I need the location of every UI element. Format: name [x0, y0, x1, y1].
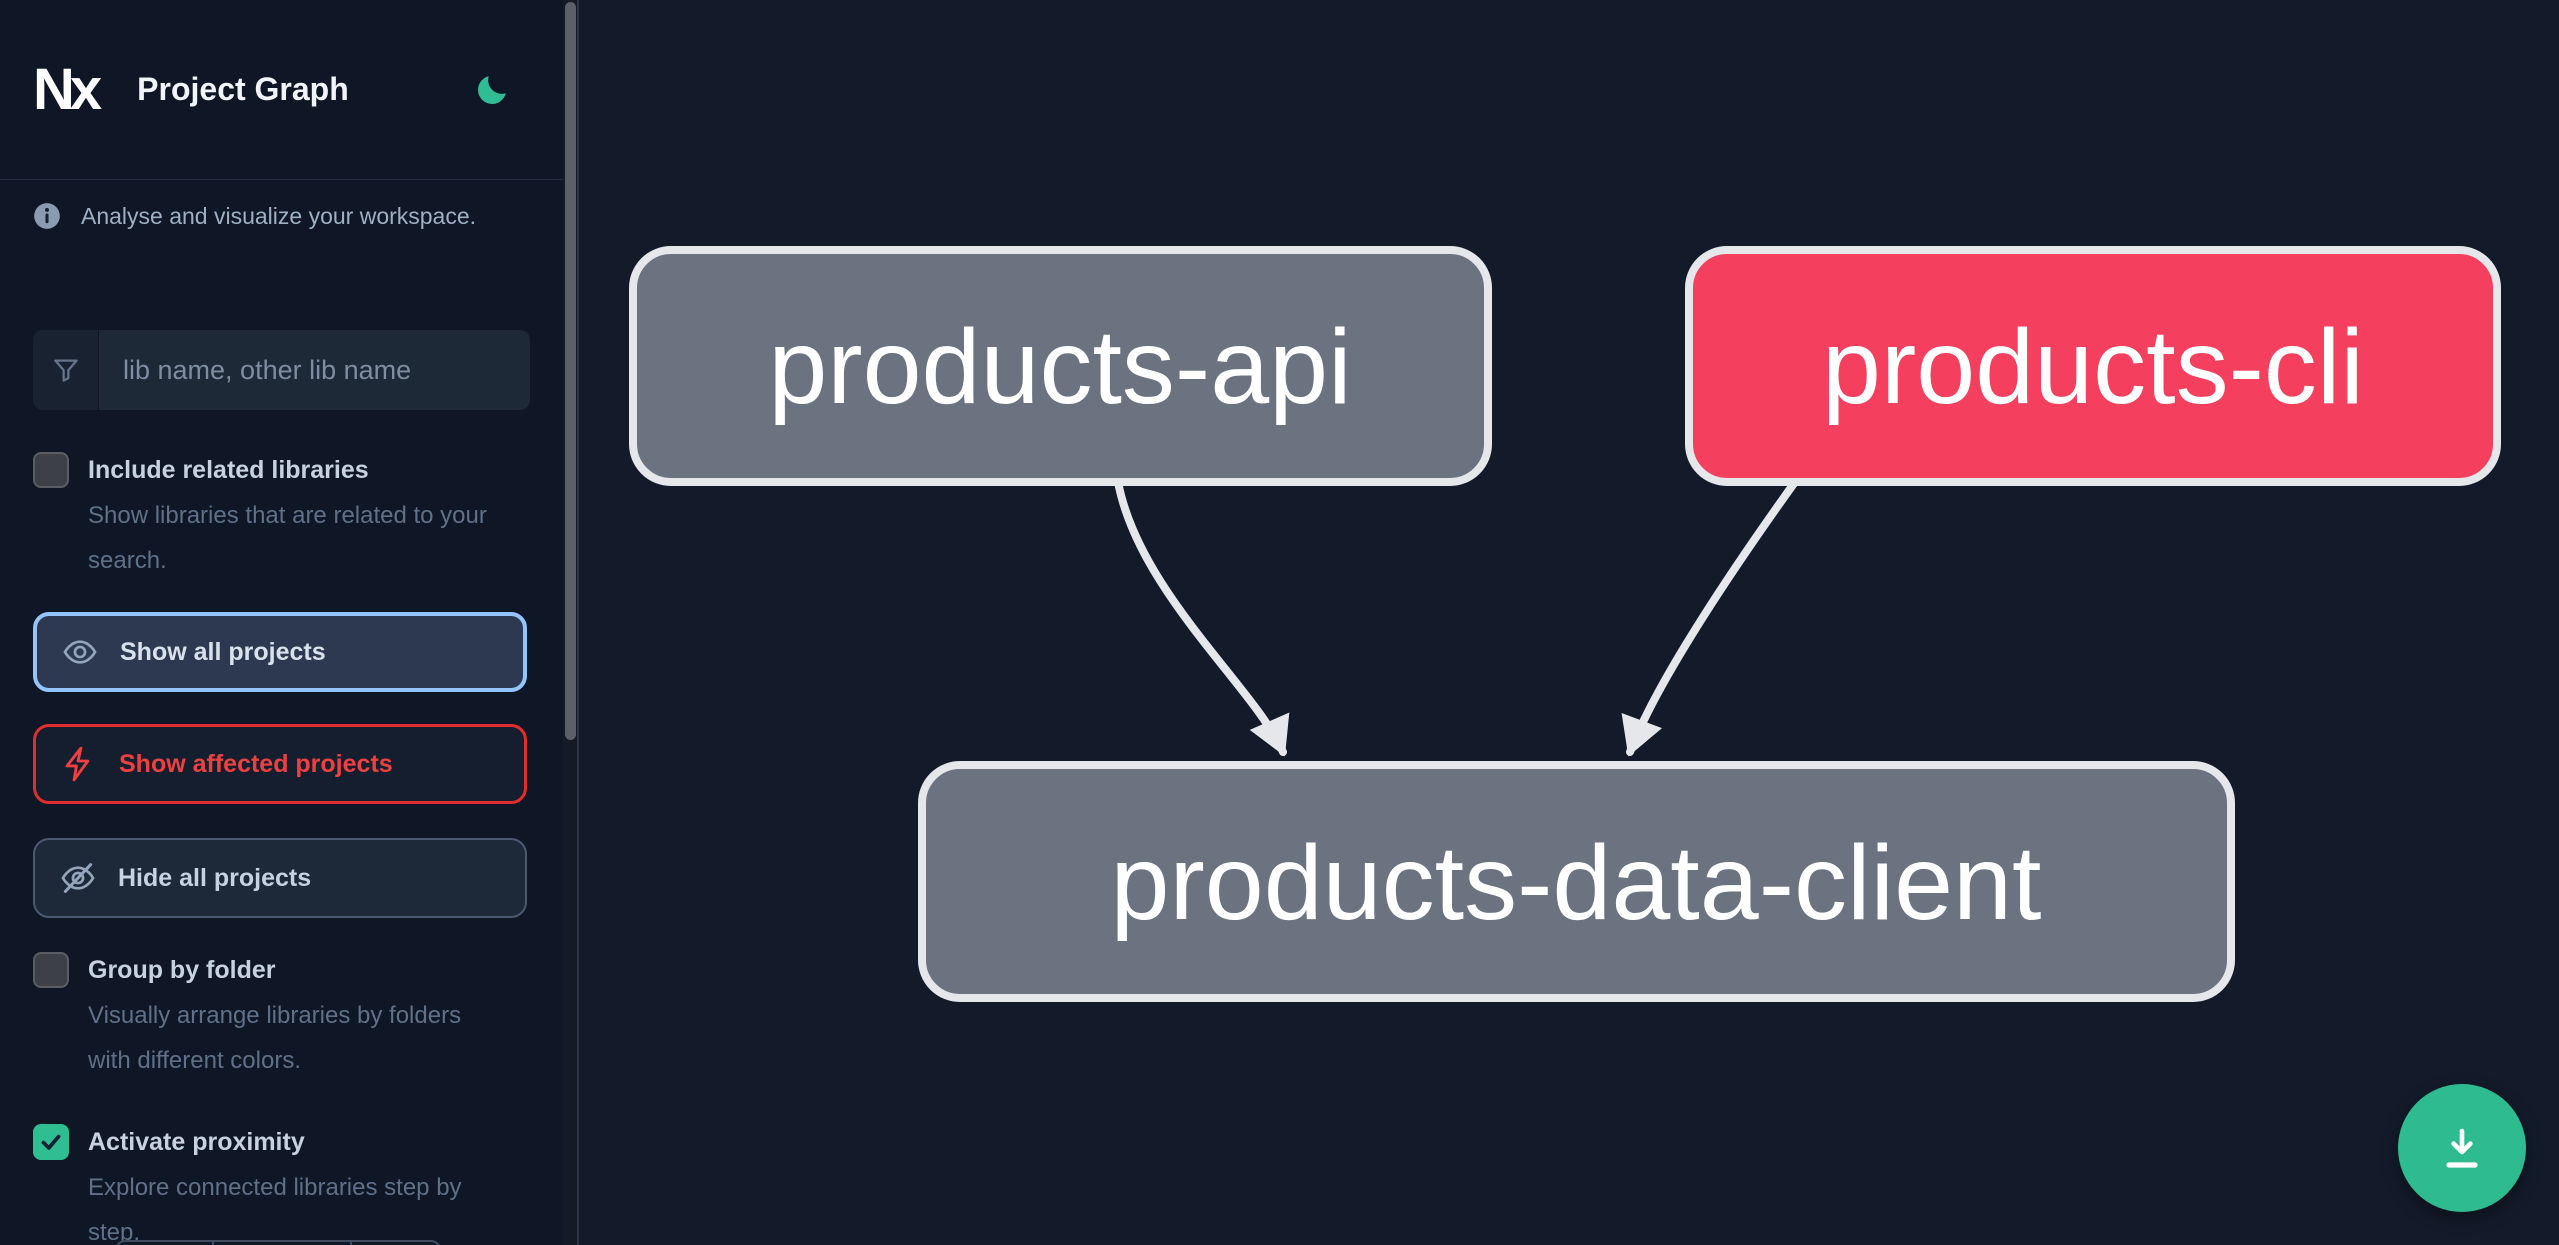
- button-label: Show all projects: [120, 637, 326, 666]
- option-label: Activate proximity: [88, 1128, 305, 1156]
- theme-toggle-moon-icon[interactable]: [474, 72, 510, 108]
- option-label: Group by folder: [88, 956, 276, 984]
- download-image-button[interactable]: [2398, 1084, 2526, 1212]
- tagline-row: Analyse and visualize your workspace.: [33, 202, 476, 230]
- node-products-api[interactable]: products-api: [629, 246, 1492, 486]
- moon-icon: [478, 75, 506, 104]
- eye-icon: [63, 640, 97, 664]
- nx-logo: Nx: [33, 57, 102, 122]
- graph-canvas[interactable]: products-api products-cli products-data-…: [579, 0, 2559, 1245]
- button-label: Hide all projects: [118, 863, 312, 892]
- option-label: Include related libraries: [88, 456, 369, 484]
- sidebar-header: Nx Project Graph: [0, 0, 563, 180]
- activate-proximity-checkbox[interactable]: [33, 1124, 69, 1160]
- node-label: products-data-client: [1111, 824, 2042, 942]
- option-description: Explore connected libraries step by step…: [88, 1174, 462, 1245]
- button-label: Show affected projects: [119, 749, 393, 778]
- eye-off-icon: [61, 863, 95, 893]
- scrollbar-thumb[interactable]: [565, 2, 576, 740]
- filter-icon-cell: [33, 330, 99, 410]
- proximity-stepper: [115, 1240, 441, 1245]
- edge-products-cli-to-products-data-client: [1621, 478, 1799, 757]
- option-description: Visually arrange libraries by folders wi…: [88, 1002, 462, 1074]
- info-icon: [34, 203, 60, 229]
- check-icon: [41, 1134, 61, 1150]
- node-products-data-client[interactable]: products-data-client: [918, 761, 2235, 1002]
- node-label: products-cli: [1822, 308, 2364, 426]
- hide-all-projects-button[interactable]: Hide all projects: [33, 838, 527, 918]
- show-all-projects-button[interactable]: Show all projects: [33, 612, 527, 692]
- search-box: [33, 330, 530, 410]
- group-by-folder-checkbox[interactable]: [33, 952, 69, 988]
- option-text: Group by folder Visually arrange librari…: [88, 952, 498, 1083]
- filter-funnel-icon: [53, 359, 78, 382]
- proximity-stepper-segment[interactable]: [350, 1242, 439, 1245]
- include-related-checkbox[interactable]: [33, 452, 69, 488]
- download-icon: [2446, 1128, 2478, 1168]
- option-text: Activate proximity Explore connected lib…: [88, 1124, 498, 1245]
- node-label: products-api: [768, 308, 1351, 426]
- node-products-cli[interactable]: products-cli: [1685, 246, 2501, 486]
- option-activate-proximity: Activate proximity Explore connected lib…: [33, 1124, 533, 1245]
- option-description: Show libraries that are related to your …: [88, 502, 487, 574]
- edge-products-api-to-products-data-client: [1114, 478, 1290, 757]
- sidebar: Nx Project Graph Analyse and visualize y…: [0, 0, 563, 1245]
- search-input[interactable]: [99, 330, 530, 410]
- option-include-related: Include related libraries Show libraries…: [33, 452, 533, 583]
- sidebar-scrollbar[interactable]: [563, 0, 579, 1245]
- proximity-stepper-segment[interactable]: [212, 1242, 350, 1245]
- show-affected-projects-button[interactable]: Show affected projects: [33, 724, 527, 804]
- tagline-text: Analyse and visualize your workspace.: [81, 202, 477, 229]
- page-title: Project Graph: [137, 71, 349, 107]
- lightning-bolt-icon: [65, 746, 90, 782]
- option-group-by-folder: Group by folder Visually arrange librari…: [33, 952, 533, 1083]
- option-text: Include related libraries Show libraries…: [88, 452, 498, 583]
